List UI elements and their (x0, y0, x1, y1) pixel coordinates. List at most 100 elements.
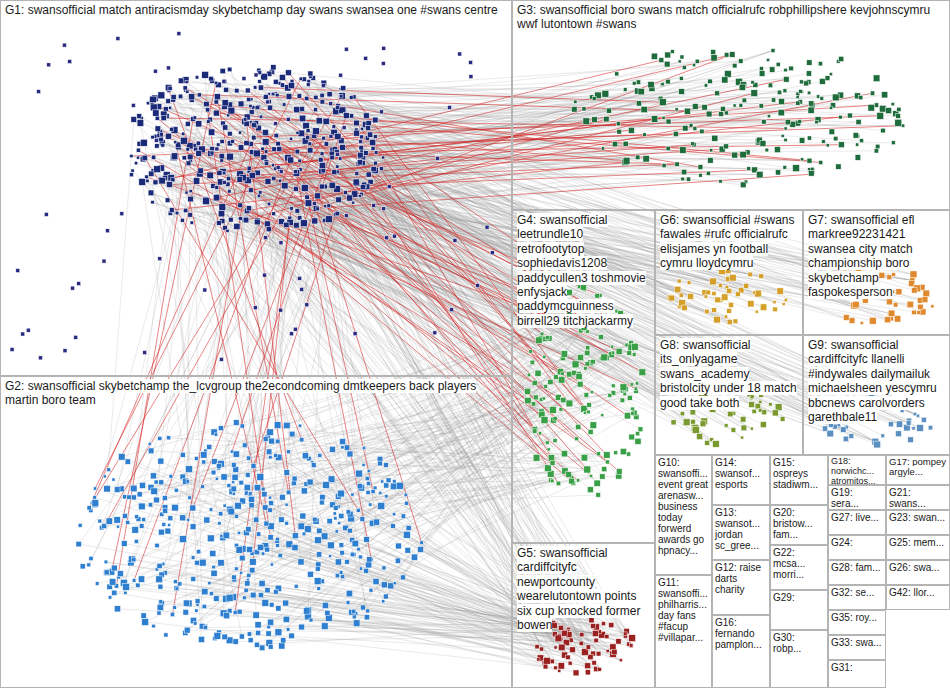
vertex (403, 531, 410, 538)
vertex (689, 123, 693, 127)
vertex (242, 596, 246, 600)
vertex (347, 195, 353, 201)
vertex (406, 525, 411, 530)
vertex (774, 147, 780, 153)
vertex (233, 467, 239, 473)
vertex (267, 619, 273, 625)
vertex (232, 481, 235, 484)
vertex (378, 502, 385, 509)
vertex (214, 632, 221, 639)
vertex (306, 129, 310, 133)
vertex (139, 524, 144, 529)
vertex (262, 139, 269, 146)
vertex (245, 88, 250, 93)
vertex (373, 135, 377, 139)
vertex-edge (231, 111, 549, 339)
vertex (238, 145, 244, 151)
vertex (675, 108, 678, 111)
vertex (193, 621, 197, 625)
vertex-edge (208, 110, 271, 538)
vertex (198, 636, 204, 642)
vertex-edge (247, 124, 296, 536)
vertex (255, 106, 259, 110)
vertex (258, 85, 263, 90)
vertex (203, 198, 210, 205)
vertex (216, 463, 221, 468)
vertex (759, 67, 763, 71)
vertex-edge (151, 451, 591, 476)
vertex (244, 140, 249, 145)
vertex (382, 566, 386, 570)
vertex (173, 606, 177, 610)
vertex (193, 178, 200, 185)
vertex (148, 503, 152, 507)
vertex (208, 582, 211, 585)
vertex-edge (221, 428, 613, 654)
vertex (804, 81, 809, 86)
vertex (381, 582, 387, 588)
vertex (372, 117, 378, 123)
vertex (245, 473, 250, 478)
vertex (234, 567, 238, 571)
vertex-edge (154, 107, 287, 425)
vertex (288, 82, 294, 88)
vertex (273, 79, 278, 84)
vertex (142, 619, 149, 626)
vertex (274, 454, 278, 458)
vertex (822, 140, 826, 144)
vertex (682, 125, 688, 131)
vertex (269, 496, 272, 499)
vertex (338, 490, 345, 497)
vertex (159, 600, 163, 604)
vertex (346, 590, 352, 596)
vertex (114, 487, 120, 493)
vertex (358, 194, 361, 197)
vertex (264, 161, 268, 165)
vertex (420, 541, 423, 544)
vertex (211, 470, 216, 475)
vertex (678, 60, 681, 63)
vertex (98, 519, 102, 523)
vertex (289, 431, 295, 437)
vertex (295, 149, 300, 154)
vertex (684, 108, 690, 114)
vertex (161, 143, 165, 147)
vertex (800, 158, 803, 161)
vertex (234, 223, 240, 229)
vertex (254, 485, 260, 491)
vertex (299, 437, 303, 441)
vertex (682, 66, 686, 70)
vertex (116, 525, 119, 528)
vertex (146, 179, 149, 182)
vertex (174, 211, 178, 215)
vertex (708, 79, 713, 84)
vertex (134, 161, 137, 164)
vertex (196, 141, 200, 145)
vertex (352, 615, 356, 619)
vertex (248, 638, 253, 643)
vertex (673, 131, 678, 136)
vertex-edge (224, 401, 528, 614)
vertex (617, 129, 622, 134)
vertex-edge (155, 98, 817, 122)
vertex (263, 94, 268, 99)
vertex (137, 114, 142, 119)
vertex (123, 495, 127, 499)
vertex (211, 570, 217, 576)
vertex (104, 485, 111, 492)
vertex (304, 526, 311, 533)
vertex (139, 482, 145, 488)
vertex (165, 198, 170, 203)
vertex (253, 150, 260, 157)
vertex (373, 579, 379, 585)
vertex (874, 103, 878, 107)
vertex-edge (116, 119, 193, 586)
vertex (184, 627, 190, 633)
vertex (148, 448, 154, 454)
vertex (170, 127, 174, 131)
vertex (247, 573, 251, 577)
vertex (352, 201, 355, 204)
vertex (315, 537, 322, 544)
vertex (165, 84, 171, 90)
vertex (606, 108, 611, 113)
